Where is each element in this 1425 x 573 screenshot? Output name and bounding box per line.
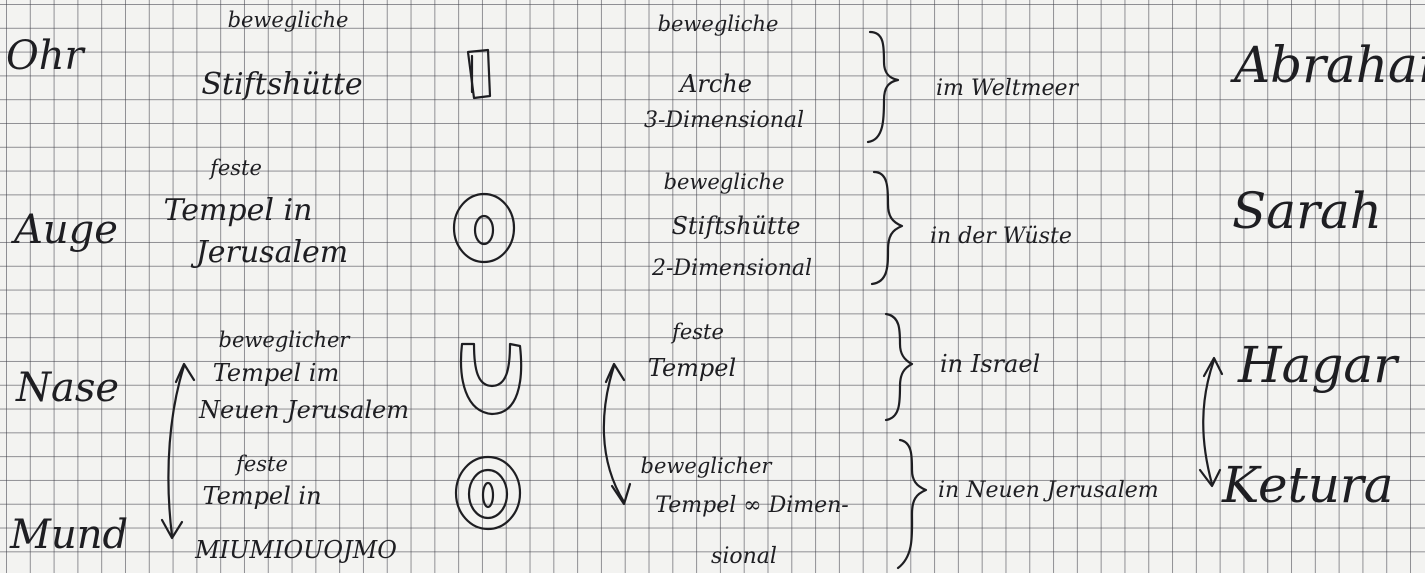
row3-first-name: Tempel im [212,359,340,387]
row2-location: in der Wüste [930,224,1072,249]
double-ring-symbol [454,455,522,531]
row2-second-name: Stiftshütte [671,212,801,240]
middle-arrowhead-top [604,362,626,384]
row3-first-place: Neuen Jerusalem [199,396,409,424]
right-double-arrow [1202,358,1216,486]
row1-second-qualifier: bewegliche [657,12,779,36]
row2-first-name: Tempel in [163,193,313,228]
row3-second-name: Tempel [647,354,737,382]
person-ketura: Ketura [1222,456,1394,514]
row1-second-name: Arche [680,70,752,98]
u-shape-symbol [459,342,523,416]
brace-1 [866,30,900,144]
row4-second-qualifier: beweglicher [640,454,772,478]
row2-second-qualifier: bewegliche [663,170,785,194]
row2-first-qualifier: feste [210,156,262,180]
middle-arrowhead-bottom [610,482,632,506]
middle-double-arrow [602,364,626,504]
ring-symbol [452,192,516,264]
brace-2 [870,170,904,286]
right-arrowhead-bottom [1198,468,1222,488]
left-arrowhead-bottom [160,518,184,540]
row2-second-dimension: 2-Dimensional [651,256,813,281]
bracket-symbol [466,48,492,100]
right-arrowhead-top [1202,356,1224,378]
row4-second-name: Tempel ∞ Dimen- [655,493,849,518]
row1-first-name: Stiftshütte [201,67,363,102]
left-double-arrow [167,364,186,538]
row4-location: in Neuen Jerusalem [938,478,1159,503]
row4-first-name: Tempel in [202,482,322,510]
row2-first-place: Jerusalem [195,235,349,270]
row3-location: in Israel [940,350,1041,378]
organ-eye: Auge [14,207,118,253]
row4-first-place: MIUMIOUOJMO [195,536,397,564]
row4-first-qualifier: feste [236,452,288,476]
person-abraham: Abraham [1234,36,1425,94]
organ-mouth: Mund [10,512,129,558]
row3-first-qualifier: beweglicher [218,328,350,352]
organ-nose: Nase [16,365,120,411]
brace-3 [884,312,914,422]
row3-second-qualifier: feste [672,320,724,344]
organ-ear: Ohr [6,33,84,79]
left-arrowhead-top [174,362,196,384]
person-hagar: Hagar [1238,336,1398,394]
brace-4 [896,438,928,570]
row1-first-qualifier: bewegliche [227,8,349,32]
row1-second-dimension: 3-Dimensional [643,108,805,133]
row4-second-dimension: sional [711,544,777,569]
row1-location: im Weltmeer [936,76,1079,101]
person-sarah: Sarah [1232,182,1382,240]
